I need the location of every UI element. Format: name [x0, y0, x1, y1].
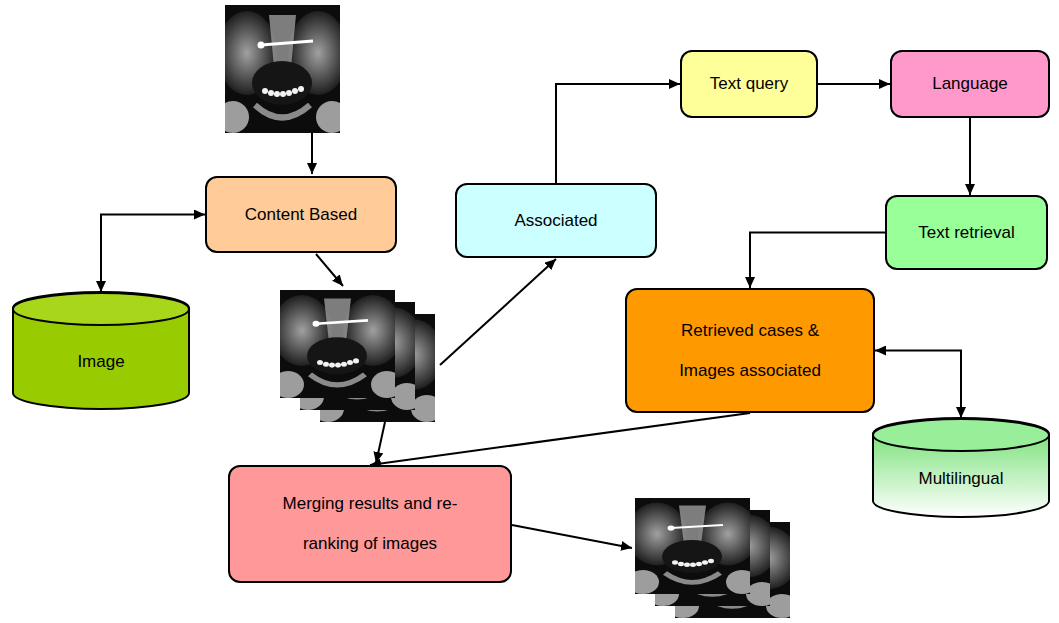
cylinder-top — [13, 293, 189, 325]
flow-arrow — [101, 215, 205, 293]
process-box: Associated — [455, 183, 657, 258]
node-label: Multilingual — [918, 468, 1003, 489]
node-label: Image — [77, 351, 124, 372]
node-label: Content Based — [245, 204, 357, 225]
cylinder-body — [13, 292, 189, 409]
arrow — [440, 259, 556, 365]
process-box: Text retrieval — [885, 195, 1048, 270]
flow-arrow — [818, 83, 890, 85]
node-label: Retrieved cases & Images associated — [665, 311, 835, 391]
arrow — [376, 422, 385, 463]
result-xray — [272, 290, 403, 398]
flow-arrow — [370, 413, 750, 465]
node-label: Associated — [514, 210, 597, 231]
process-box: Text query — [680, 50, 818, 118]
process-box: Retrieved cases & Images associated — [625, 288, 875, 413]
process-box: Merging results and re-ranking of images — [228, 465, 512, 583]
node-label: Text query — [710, 73, 788, 94]
database-cylinder: Multilingual — [872, 418, 1050, 518]
node-label: Text retrieval — [918, 222, 1014, 243]
flow-arrow — [875, 351, 961, 419]
cylinder-top — [873, 419, 1049, 451]
database-cylinder: Image — [12, 292, 190, 410]
flow-arrow — [750, 233, 885, 289]
node-label: Merging results and re-ranking of images — [270, 484, 470, 564]
output-xray — [627, 498, 758, 594]
cylinder-shape — [12, 292, 190, 410]
flow-arrow — [556, 84, 680, 183]
cylinder-body — [873, 418, 1049, 517]
arrow — [311, 133, 313, 174]
query-xray — [217, 5, 348, 133]
node-label: Language — [932, 73, 1008, 94]
cylinder-shape — [872, 418, 1050, 518]
process-box: Language — [890, 50, 1050, 118]
arrow — [316, 254, 343, 286]
arrow — [512, 525, 632, 548]
flow-arrow — [969, 118, 971, 195]
process-box: Content Based — [205, 176, 397, 253]
